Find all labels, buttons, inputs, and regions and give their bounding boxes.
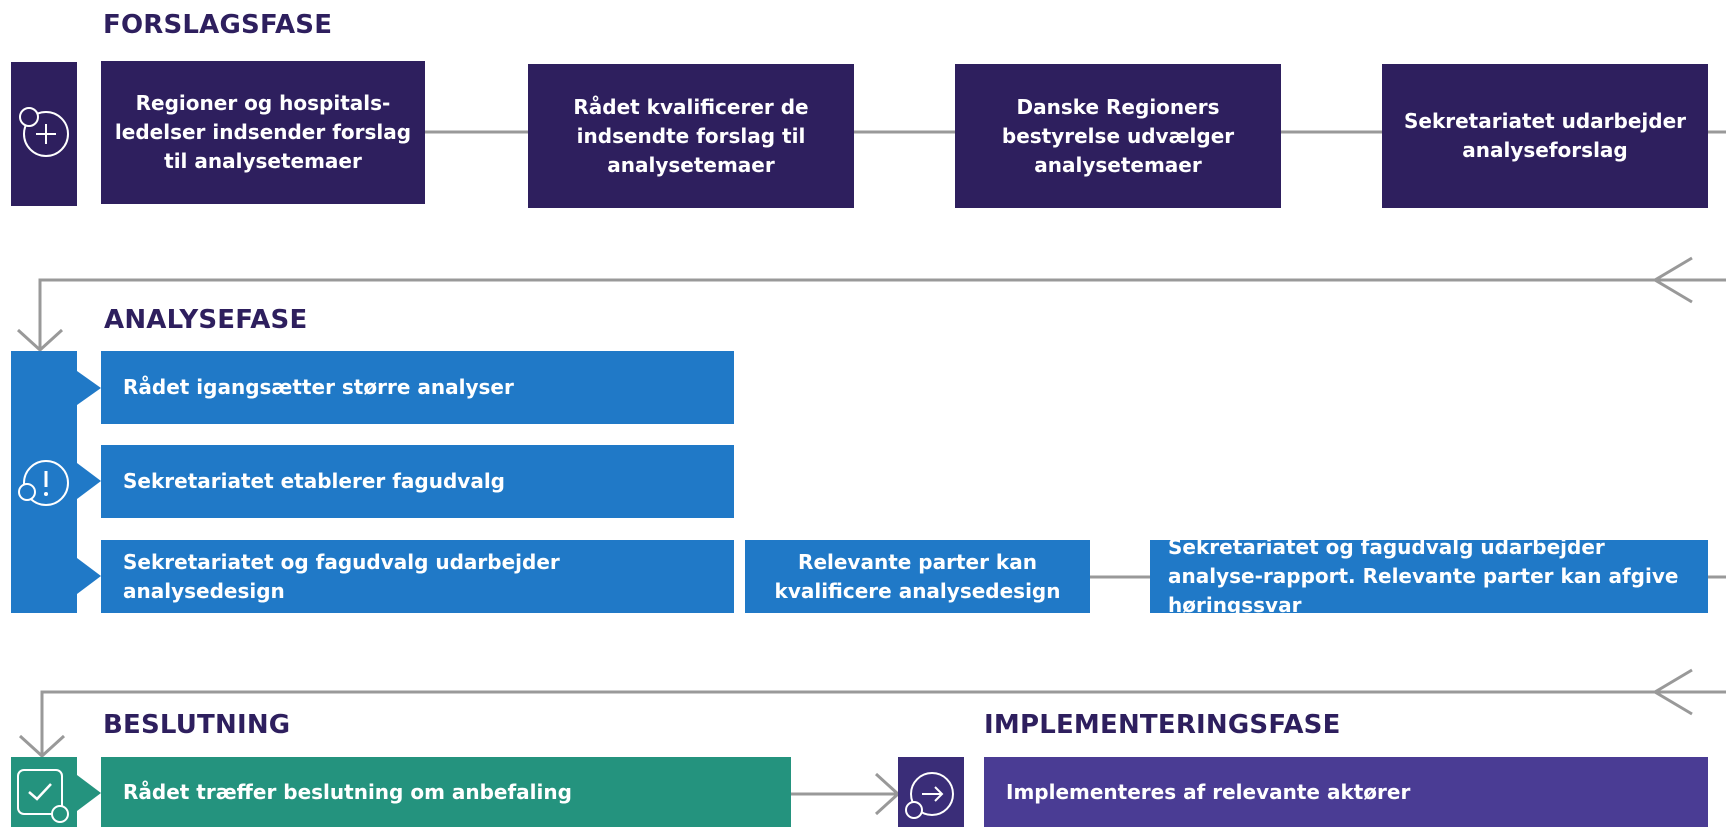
check-square-icon (17, 769, 69, 823)
forslag-step-2: Rådet kvalificerer de indsendte forslag … (528, 64, 854, 208)
analysefase-rail (11, 351, 77, 613)
analysefase-title: ANALYSEFASE (104, 305, 308, 335)
return-arrowhead-2 (1652, 668, 1693, 716)
analyse-step-5: Sekretariatet og fagudvalg udarbejder an… (1150, 535, 1708, 617)
forslag-step-4: Sekretariatet udarbejder analyseforslag (1382, 64, 1708, 208)
implementeringsfase-title: IMPLEMENTERINGSFASE (984, 710, 1341, 740)
analyse-step-2: Sekretariatet etablerer fagudvalg (101, 445, 734, 518)
down-arrowhead-1 (16, 328, 64, 353)
return-connector-1 (38, 278, 1726, 348)
analysefase-rail-pointers (77, 371, 101, 594)
beslutning-rail-pointer (77, 775, 101, 811)
exclamation-circle-icon (18, 460, 69, 506)
beslutning-title: BESLUTNING (103, 710, 291, 740)
implementering-step-1: Implementeres af relevante aktører (984, 757, 1708, 827)
forslag-step-3: Danske Regioners bestyrelse udvælger ana… (955, 64, 1281, 208)
return-connector-2 (40, 690, 1726, 756)
return-arrowhead-1 (1652, 256, 1693, 304)
analyse-step-1: Rådet igangsætter større analyser (101, 351, 734, 424)
beslutning-step-1: Rådet træffer beslutning om anbefaling (101, 757, 791, 827)
forslagsfase-title: FORSLAGSFASE (103, 10, 333, 40)
forslag-step-1: Regioner og hospitals-ledelser indsender… (101, 61, 425, 204)
arrow-circle-icon (905, 772, 954, 819)
down-arrowhead-2 (18, 734, 66, 759)
plus-circle-icon (19, 107, 69, 157)
analyse-step-3: Sekretariatet og fagudvalg udarbejder an… (101, 540, 734, 613)
analyse-step-4: Relevante parter kan kvalificere analyse… (745, 540, 1090, 613)
